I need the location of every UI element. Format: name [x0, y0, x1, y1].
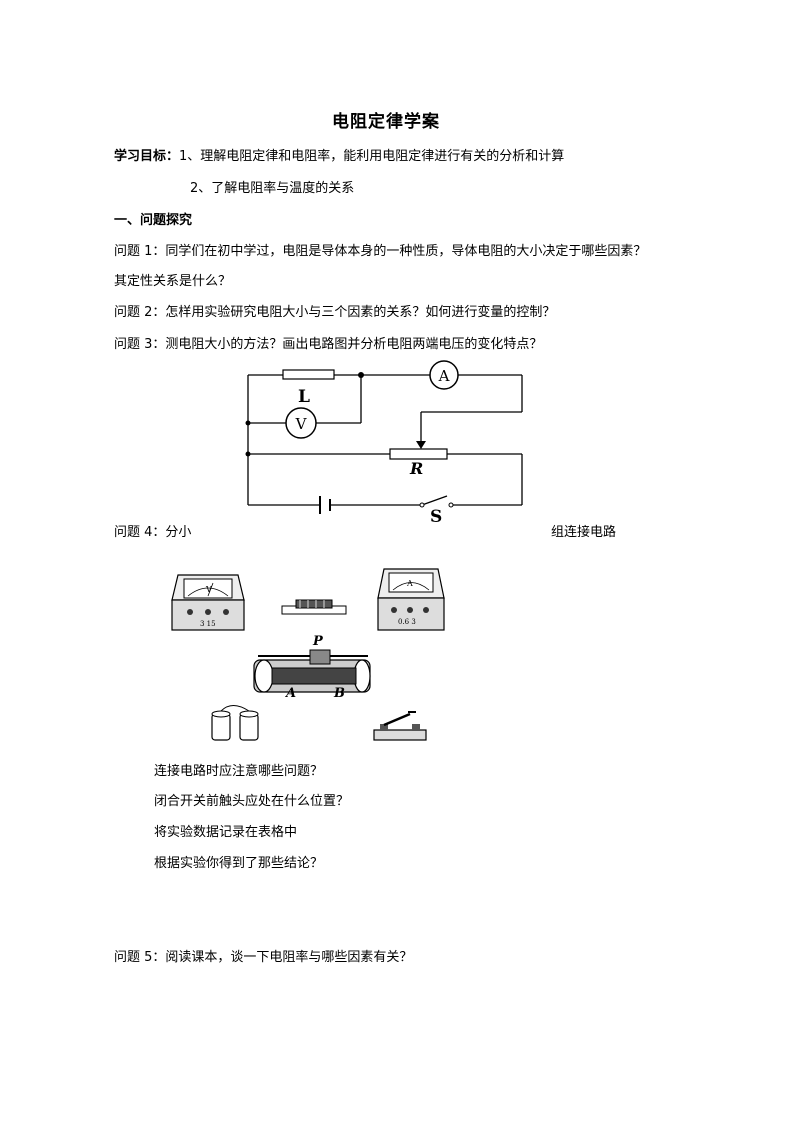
resistor-device	[281, 599, 347, 615]
junction-dot	[245, 420, 251, 426]
question-3: 问题 3：测电阻大小的方法？画出电路图并分析电阻两端电压的变化特点？	[114, 337, 543, 352]
rheostat-end-b-label: B	[333, 686, 345, 701]
objective-1: 1、理解电阻定律和电阻率，能利用电阻定律进行有关的分析和计算	[179, 149, 565, 164]
objectives-label: 学习目标：	[114, 149, 180, 164]
rheostat-label: R	[409, 459, 423, 478]
page-title: 电阻定律学案	[332, 112, 440, 132]
voltmeter-device: V 3 15	[171, 574, 245, 631]
apparatus-illustration: V 3 15 A 0.6 3 P A B	[171, 568, 445, 741]
question-4-end: 组连接电路	[551, 525, 617, 540]
section-heading: 一、问题探究	[114, 213, 193, 228]
ammeter-face-label: A	[406, 579, 413, 588]
lamp-label: L	[298, 387, 310, 407]
ammeter-terminal-labels: 0.6 3	[398, 618, 416, 626]
voltmeter-face-label: V	[205, 585, 212, 594]
junction-dot	[358, 372, 364, 378]
ammeter-device: A 0.6 3	[377, 568, 445, 631]
question-1-line-2: 其定性关系是什么？	[114, 274, 232, 289]
question-1-line-1: 问题 1：同学们在初中学过，电阻是导体本身的一种性质，导体电阻的大小决定于哪些因…	[114, 244, 647, 259]
question-4-start: 问题 4：分小	[114, 525, 192, 540]
rheostat-slider-label: P	[312, 634, 324, 649]
lamp-symbol	[282, 369, 335, 380]
question-2: 问题 2：怎样用实验研究电阻大小与三个因素的关系？如何进行变量的控制？	[114, 305, 556, 320]
voltmeter-label: V	[295, 415, 308, 433]
ammeter-symbol	[429, 360, 459, 390]
batteries	[211, 705, 259, 741]
question-5: 问题 5：阅读课本，谈一下电阻率与哪些因素有关？	[114, 950, 413, 965]
objectives: 学习目标：1、理解电阻定律和电阻率，能利用电阻定律进行有关的分析和计算	[114, 145, 564, 164]
sub-question-4: 根据实验你得到了那些结论？	[154, 856, 324, 871]
sub-question-1: 连接电路时应注意哪些问题？	[154, 764, 324, 779]
ammeter-label: A	[438, 367, 450, 385]
sub-question-2: 闭合开关前触头应处在什么位置？	[154, 794, 350, 809]
junction-dot	[245, 451, 251, 457]
rheostat-end-a-label: A	[284, 686, 296, 701]
circuit-diagram: L V A R S	[245, 360, 523, 525]
slider-arrow	[416, 441, 426, 449]
objective-2: 2、了解电阻率与温度的关系	[190, 181, 355, 196]
knife-switch	[373, 711, 427, 741]
voltmeter-terminal-labels: 3 15	[200, 620, 216, 628]
sub-question-3: 将实验数据记录在表格中	[154, 825, 298, 840]
rheostat-symbol	[389, 448, 448, 460]
sliding-rheostat: P A B	[253, 634, 371, 701]
switch-label: S	[430, 507, 442, 525]
voltmeter-symbol	[285, 407, 317, 439]
